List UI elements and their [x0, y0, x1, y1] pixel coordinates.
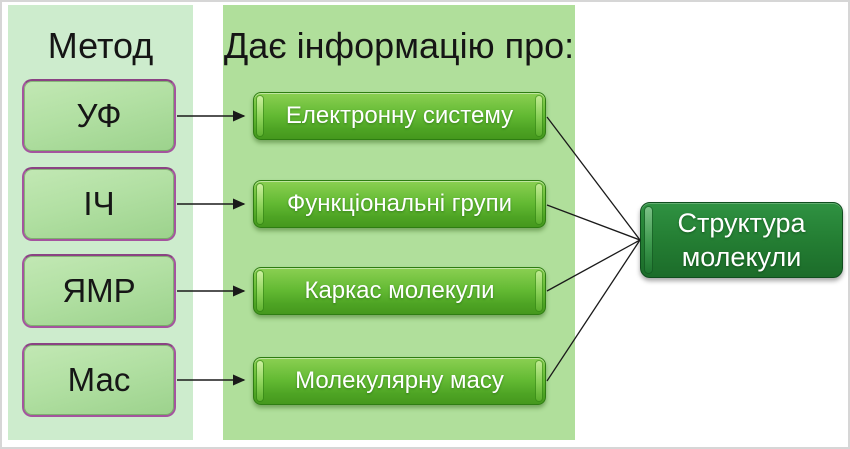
info-panel-title: Дає інформацію про:	[223, 25, 575, 66]
info-node-molecular-skeleton: Каркас молекули	[253, 267, 546, 315]
method-box-ir: ІЧ	[22, 167, 176, 241]
method-box-ir-label: ІЧ	[83, 185, 115, 222]
info-node-electronic-system-label: Електронну систему	[285, 102, 514, 129]
method-box-mass-label: Мас	[67, 361, 131, 398]
info-node-electronic-system: Електронну систему	[253, 92, 546, 140]
method-box-uv: УФ	[22, 79, 176, 153]
info-node-molecular-mass: Молекулярну масу	[253, 357, 546, 405]
result-node-molecule-structure: Структура молекули	[640, 202, 843, 278]
method-box-nmr-label: ЯМР	[62, 272, 136, 309]
result-node-label: Структура молекули	[677, 208, 806, 272]
method-box-mass: Мас	[22, 343, 176, 417]
info-node-molecular-skeleton-label: Каркас молекули	[304, 277, 495, 304]
info-node-molecular-mass-label: Молекулярну масу	[295, 367, 504, 394]
method-panel-title: Метод	[47, 25, 154, 66]
info-node-functional-groups: Функціональні групи	[253, 180, 546, 228]
info-node-functional-groups-label: Функціональні групи	[286, 190, 513, 217]
method-box-uv-label: УФ	[76, 97, 122, 134]
method-box-nmr: ЯМР	[22, 254, 176, 328]
